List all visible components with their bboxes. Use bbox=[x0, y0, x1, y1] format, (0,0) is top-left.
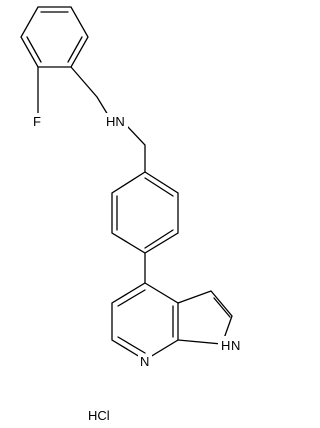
pyridine-nitrogen-label: N bbox=[140, 354, 149, 369]
pyridine-ring bbox=[111, 282, 179, 361]
pyrrole-hydrogen-label: H bbox=[221, 338, 230, 353]
amine-methylene-bond bbox=[126, 125, 146, 173]
benzyl-bond bbox=[70, 66, 109, 116]
pyrrole-ring bbox=[177, 290, 233, 345]
central-benzene-double-bonds bbox=[116, 177, 174, 249]
fluorine-label: F bbox=[33, 114, 41, 129]
pyrrole-nitrogen-label: N bbox=[231, 338, 240, 353]
salt-label: HCl bbox=[88, 408, 110, 423]
fluorobenzene-ring bbox=[20, 6, 89, 68]
bonds bbox=[20, 6, 233, 361]
structure-diagram: F HN N H N HCl bbox=[20, 6, 242, 423]
fluorobenzene-double-bonds bbox=[26, 11, 83, 63]
pyridine-double-bonds bbox=[117, 289, 174, 354]
central-benzene-ring bbox=[111, 171, 179, 254]
amine-label: HN bbox=[106, 114, 125, 129]
pyrrole-double-bond bbox=[213, 297, 231, 318]
